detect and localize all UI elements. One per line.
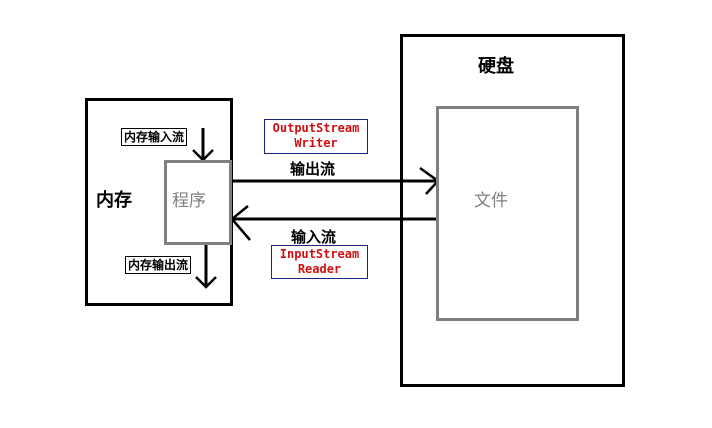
input-class-line1: InputStream [279,247,360,261]
input-class-box: InputStream Reader [271,245,368,279]
disk-box [400,34,625,387]
memory-output-arrowhead [195,276,217,289]
memory-title: 内存 [96,190,132,211]
output-class-line1: OutputStream [272,121,360,135]
output-class-line2: Writer [294,136,338,150]
output-class-box: OutputStream Writer [264,119,368,154]
program-box [164,160,232,245]
output-flow-label: 输出流 [290,160,336,178]
memory-output-stream-label: 内存输出流 [125,256,192,274]
memory-input-stream-label: 内存输入流 [121,128,188,146]
input-arrowhead [230,205,251,241]
disk-title: 硬盘 [478,56,514,77]
input-flow-label: 输入流 [291,228,337,246]
program-label: 程序 [172,191,206,211]
input-class-line2: Reader [297,262,342,276]
file-label: 文件 [474,191,508,211]
file-box [436,106,579,321]
